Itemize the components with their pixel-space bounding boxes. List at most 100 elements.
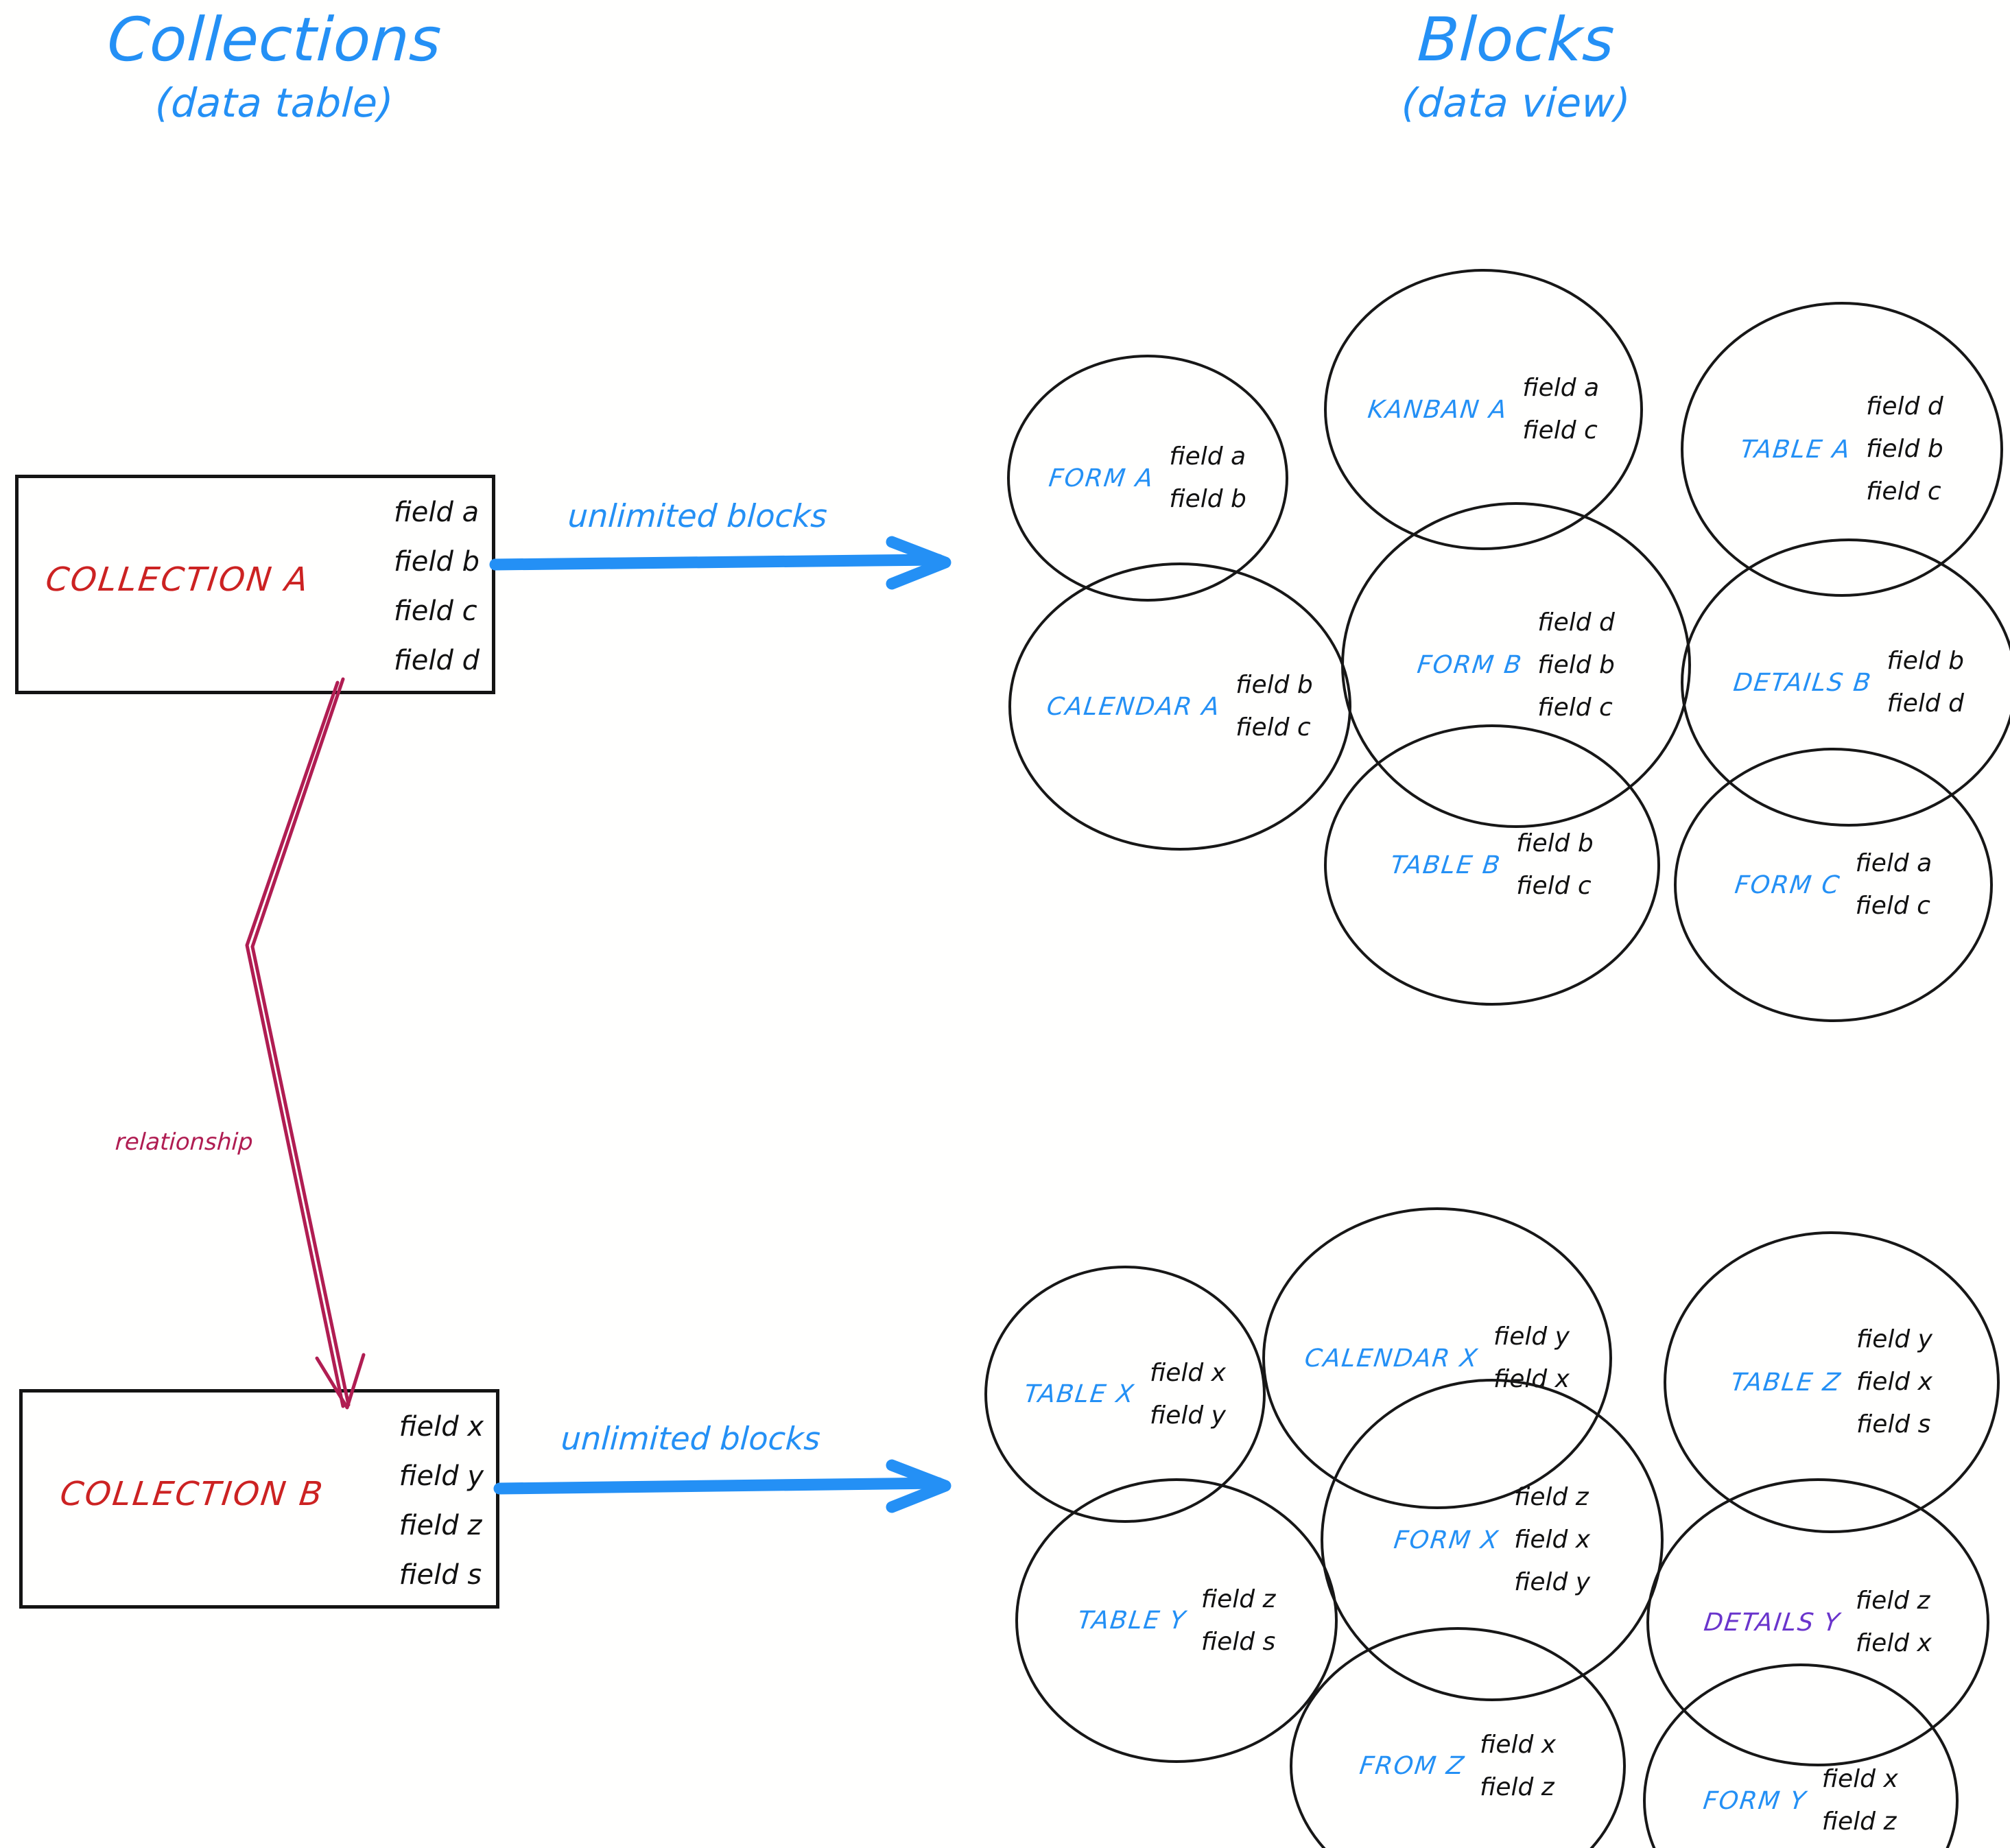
block-form-b-field-0: field d [1537, 608, 1615, 637]
block-table-x-field-0: field x [1149, 1358, 1226, 1387]
block-calendar-a-fields: field b field c [1235, 664, 1313, 749]
unlimited-blocks-arrow-bottom [493, 1459, 951, 1513]
collection-a-field-1: field b [393, 546, 480, 578]
block-form-b-label: FORM B [1415, 651, 1524, 679]
block-table-x-label: TABLE X [1022, 1380, 1137, 1408]
block-kanban-a-field-1: field c [1522, 416, 1598, 445]
block-table-z-label: TABLE Z [1729, 1368, 1843, 1397]
block-details-b-label: DETAILS B [1731, 668, 1873, 697]
block-table-a-label: TABLE A [1738, 435, 1853, 464]
collection-b-field-1: field y [399, 1460, 484, 1492]
block-table-z-field-0: field y [1856, 1325, 1932, 1353]
block-table-y[interactable]: TABLE Y field z field s [1015, 1478, 1338, 1763]
block-details-y-field-0: field z [1855, 1587, 1930, 1615]
collection-a-fields: field a field b field c field d [394, 488, 480, 685]
block-table-z-field-1: field x [1856, 1368, 1932, 1396]
block-details-b-field-1: field d [1887, 689, 1964, 718]
block-table-y-field-0: field z [1201, 1585, 1276, 1613]
block-form-x-field-2: field y [1514, 1568, 1591, 1596]
block-table-a-field-0: field d [1866, 392, 1943, 420]
heading-collections: Collections (data table) [62, 4, 487, 127]
block-form-b-field-1: field b [1537, 650, 1615, 679]
block-table-a-field-1: field b [1866, 435, 1943, 463]
block-table-y-fields: field z field s [1201, 1578, 1276, 1663]
collection-a-field-3: field d [393, 645, 480, 676]
block-table-a-field-2: field c [1866, 477, 1941, 506]
block-form-a-fields: field a field b [1169, 436, 1246, 521]
collection-b-box[interactable]: COLLECTION B field x field y field z fie… [19, 1389, 499, 1609]
block-form-x[interactable]: FORM X field z field x field y [1321, 1379, 1664, 1701]
block-calendar-a-field-0: field b [1235, 671, 1313, 699]
block-kanban-a-fields: field a field c [1522, 367, 1599, 452]
collection-a-field-0: field a [393, 497, 480, 528]
block-form-x-fields: field z field x field y [1514, 1476, 1590, 1604]
block-table-b[interactable]: TABLE B field b field c [1324, 724, 1660, 1006]
collection-b-fields: field x field y field z field s [399, 1402, 484, 1600]
heading-blocks: Blocks (data view) [1303, 4, 1729, 127]
block-details-y[interactable]: DETAILS Y field z field x [1646, 1478, 1989, 1766]
collection-a-box[interactable]: COLLECTION A field a field b field c fie… [15, 475, 495, 694]
block-table-y-field-1: field s [1201, 1627, 1276, 1656]
block-form-x-field-1: field x [1514, 1526, 1591, 1554]
unlimited-blocks-arrow-top [489, 536, 951, 590]
collection-b-name: COLLECTION B [58, 1475, 327, 1513]
heading-collections-subtitle: (data table) [154, 80, 395, 127]
block-details-y-label: DETAILS Y [1702, 1608, 1843, 1637]
block-table-y-label: TABLE Y [1076, 1607, 1188, 1635]
unlimited-blocks-label-bottom: unlimited blocks [560, 1420, 822, 1457]
block-form-c-field-0: field a [1855, 849, 1932, 877]
block-form-a-label: FORM A [1047, 464, 1156, 493]
block-table-x[interactable]: TABLE X field x field y [984, 1266, 1266, 1523]
block-calendar-a-label: CALENDAR A [1045, 692, 1222, 721]
heading-collections-title: Collections [105, 4, 444, 75]
collection-a-name: COLLECTION A [43, 560, 312, 599]
block-calendar-a-field-1: field c [1235, 713, 1311, 742]
block-form-y[interactable]: FORM Y field x field z [1643, 1663, 1959, 1848]
block-form-y-field-1: field z [1821, 1808, 1897, 1836]
block-calendar-x-field-0: field y [1493, 1323, 1570, 1351]
block-form-b-field-2: field c [1537, 693, 1613, 722]
block-from-z-field-1: field z [1480, 1773, 1554, 1801]
block-form-c-fields: field a field c [1855, 842, 1932, 927]
block-kanban-a-field-0: field a [1522, 374, 1600, 402]
block-form-c-field-1: field c [1855, 892, 1930, 920]
block-form-x-label: FORM X [1392, 1526, 1501, 1554]
block-calendar-x-label: CALENDAR X [1303, 1344, 1480, 1373]
block-table-b-fields: field b field c [1516, 822, 1594, 908]
block-form-x-field-0: field z [1514, 1483, 1589, 1511]
block-table-x-field-1: field y [1149, 1401, 1226, 1430]
block-from-z-field-0: field x [1480, 1730, 1557, 1759]
collection-b-field-2: field z [399, 1510, 482, 1541]
block-details-b-fields: field b field d [1887, 640, 1964, 725]
block-form-b-fields: field d field b field c [1537, 602, 1615, 729]
block-form-y-fields: field x field z [1822, 1758, 1898, 1843]
relationship-label: relationship [114, 1128, 254, 1156]
block-from-z-label: FROM Z [1358, 1752, 1467, 1780]
block-table-a[interactable]: TABLE A field d field b field c [1681, 302, 2003, 597]
block-details-y-field-1: field x [1855, 1629, 1932, 1657]
block-table-b-label: TABLE B [1388, 851, 1503, 879]
heading-blocks-subtitle: (data view) [1400, 80, 1632, 127]
relationship-arrow [245, 677, 366, 1410]
block-table-x-fields: field x field y [1150, 1352, 1226, 1437]
block-table-b-field-1: field c [1516, 872, 1592, 900]
block-form-y-field-0: field x [1821, 1765, 1898, 1793]
collection-a-field-2: field c [393, 595, 477, 627]
block-form-c[interactable]: FORM C field a field c [1674, 748, 1993, 1022]
block-table-a-fields: field d field b field c [1866, 386, 1943, 513]
block-details-b-field-0: field b [1887, 647, 1964, 675]
block-form-a-field-0: field a [1169, 442, 1246, 471]
block-form-a-field-1: field b [1169, 485, 1246, 513]
collection-b-field-3: field s [399, 1559, 482, 1591]
block-table-z-fields: field y field x field s [1856, 1318, 1932, 1446]
block-from-z-fields: field x field z [1480, 1724, 1556, 1809]
unlimited-blocks-label-top: unlimited blocks [567, 497, 829, 534]
block-details-y-fields: field z field x [1856, 1580, 1932, 1665]
heading-blocks-title: Blocks [1415, 4, 1617, 75]
block-calendar-a[interactable]: CALENDAR A field b field c [1008, 562, 1351, 851]
collection-b-field-0: field x [399, 1411, 484, 1443]
block-form-c-label: FORM C [1733, 870, 1842, 899]
block-kanban-a-label: KANBAN A [1366, 395, 1509, 424]
block-form-y-label: FORM Y [1701, 1786, 1809, 1815]
